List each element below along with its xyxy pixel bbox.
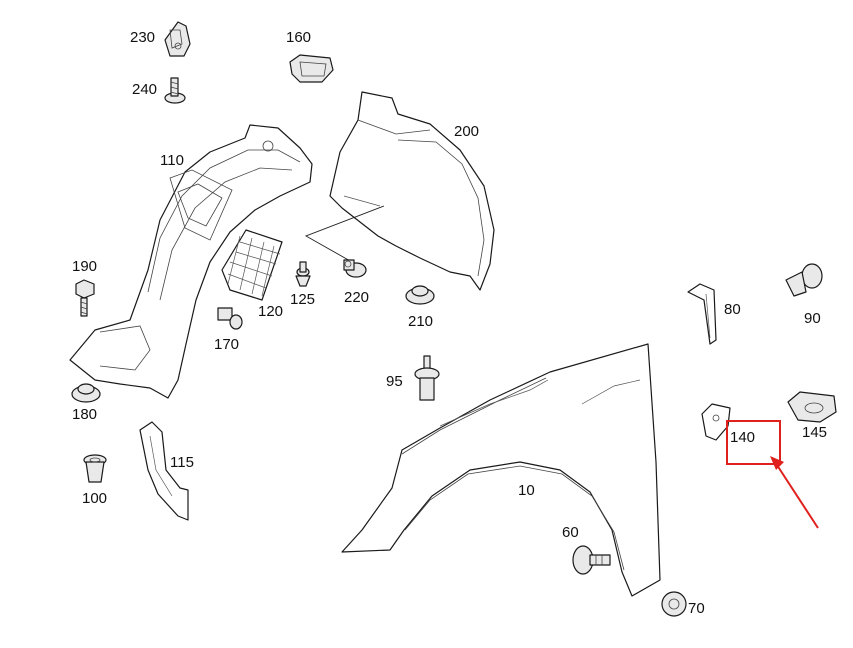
label-80: 80 bbox=[724, 301, 741, 318]
highlight-box bbox=[726, 420, 781, 465]
highlight-arrowhead-icon bbox=[770, 456, 784, 470]
label-240: 240 bbox=[132, 81, 157, 98]
part-200-wheel-liner-rear[interactable] bbox=[329, 91, 495, 291]
part-10-fender[interactable] bbox=[341, 343, 661, 597]
label-90: 90 bbox=[804, 310, 821, 327]
label-70: 70 bbox=[688, 600, 705, 617]
label-145: 145 bbox=[802, 424, 827, 441]
part-170-rivet[interactable] bbox=[217, 307, 243, 330]
part-125-rivet[interactable] bbox=[295, 261, 311, 287]
label-210: 210 bbox=[408, 313, 433, 330]
part-100-grommet[interactable] bbox=[83, 454, 107, 483]
leader-200-220 bbox=[304, 205, 385, 263]
part-95-stud[interactable] bbox=[414, 355, 440, 401]
part-120-vent-grille[interactable] bbox=[221, 229, 283, 301]
part-220-clip[interactable] bbox=[343, 259, 367, 278]
label-220: 220 bbox=[344, 289, 369, 306]
highlight-arrow bbox=[774, 461, 819, 529]
part-110-wheel-liner[interactable] bbox=[69, 124, 313, 399]
label-100: 100 bbox=[82, 490, 107, 507]
part-210-nut[interactable] bbox=[405, 285, 435, 305]
part-230-clip-nut[interactable] bbox=[164, 21, 191, 57]
part-60-bolt[interactable] bbox=[572, 545, 611, 575]
part-160-clip[interactable] bbox=[289, 54, 334, 83]
label-110: 110 bbox=[160, 152, 184, 169]
part-90-clip[interactable] bbox=[785, 263, 823, 297]
part-140-bracket[interactable] bbox=[701, 403, 731, 441]
label-140: 140 bbox=[730, 429, 755, 446]
part-80-bracket[interactable] bbox=[687, 283, 717, 345]
label-160: 160 bbox=[286, 29, 311, 46]
label-95: 95 bbox=[386, 373, 403, 390]
label-170: 170 bbox=[214, 336, 239, 353]
part-190-screw[interactable] bbox=[75, 279, 95, 317]
label-60: 60 bbox=[562, 524, 579, 541]
part-180-nut[interactable] bbox=[71, 383, 101, 403]
part-70-nut[interactable] bbox=[661, 591, 687, 617]
label-200: 200 bbox=[454, 123, 479, 140]
part-115-bracket[interactable] bbox=[139, 421, 189, 521]
label-230: 230 bbox=[130, 29, 155, 46]
part-240-screw[interactable] bbox=[164, 77, 186, 104]
label-10: 10 bbox=[518, 482, 535, 499]
label-115: 115 bbox=[170, 454, 194, 471]
label-125: 125 bbox=[290, 291, 315, 308]
label-120: 120 bbox=[258, 303, 283, 320]
label-190: 190 bbox=[72, 258, 97, 275]
label-180: 180 bbox=[72, 406, 97, 423]
part-145-clip-nut[interactable] bbox=[787, 391, 837, 423]
